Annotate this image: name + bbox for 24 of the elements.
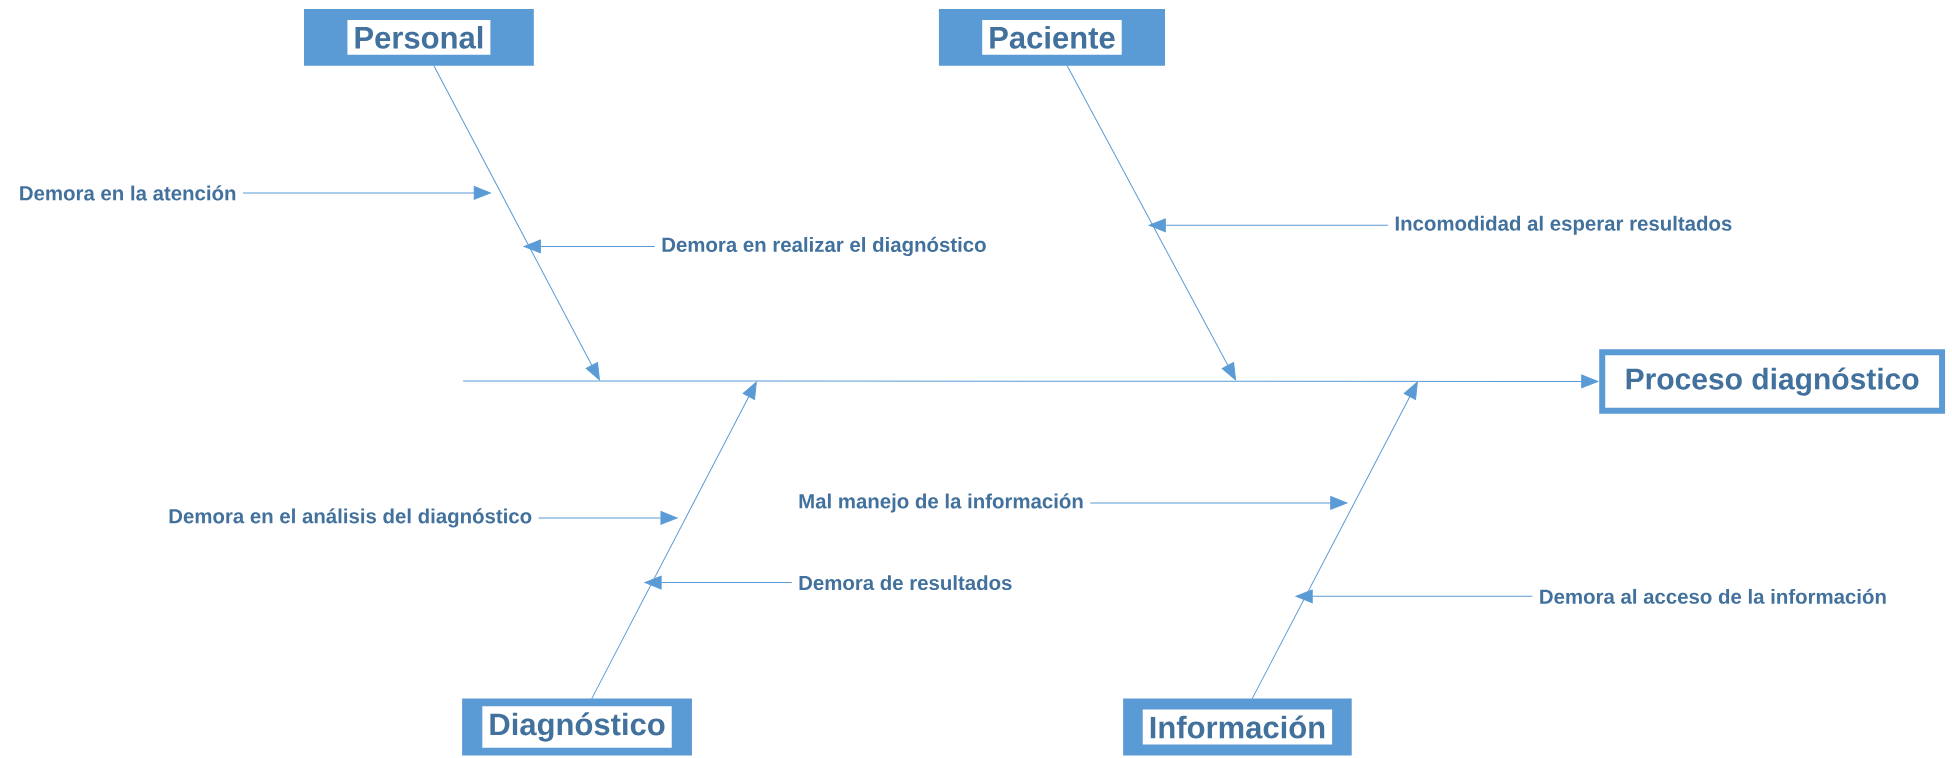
spine-arrow (462, 374, 1599, 389)
category-box: Información (1123, 698, 1352, 756)
arrow (1295, 589, 1533, 604)
cause-label: Demora en la atención (20, 185, 236, 201)
arrow (1148, 218, 1389, 233)
cause-label: Mal manejo de la información (799, 493, 1083, 513)
bone-arrow (433, 65, 600, 381)
category-box: Personal (304, 8, 534, 66)
cause-label: Demora al acceso de la información (1540, 588, 1886, 604)
arrow (538, 511, 678, 525)
cause-label: Incomodidad al esperar resultados (1395, 215, 1732, 235)
arrow (242, 186, 491, 200)
bone-arrow (591, 381, 757, 700)
bone-arrow (1251, 381, 1418, 700)
cause-label: Demora en realizar el diagnóstico (662, 236, 986, 257)
arrow (523, 239, 656, 254)
cause-label: Demora en el análisis del diagnóstico (169, 508, 532, 528)
arrow (644, 575, 793, 590)
cause-label: Demora de resultados (799, 575, 1012, 591)
category-box: Diagnóstico (462, 698, 692, 756)
arrow (1089, 496, 1348, 510)
category-box: Paciente (938, 8, 1165, 66)
bone-arrow (1066, 65, 1237, 381)
effect-box: Proceso diagnóstico (1599, 349, 1946, 414)
